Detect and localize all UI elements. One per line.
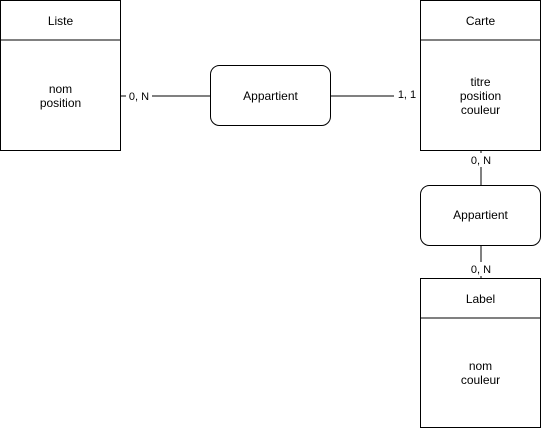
relationship-liste-carte-box (210, 65, 331, 126)
relationship-liste-carte[interactable]: Appartient (210, 65, 331, 126)
entity-carte-attr-titre: titre (470, 75, 490, 89)
cardinality-label: 0, N (471, 264, 491, 276)
entity-liste-title: Liste (48, 14, 74, 28)
cardinality-carte-top: 1, 1 (398, 89, 416, 101)
card-liste-bg (126, 89, 152, 103)
entity-label-attr-nom: nom (469, 359, 492, 373)
cardinality-carte-bottom: 0, N (471, 155, 491, 167)
relationship-carte-label-label: Appartient (453, 208, 508, 222)
relationship-carte-label[interactable]: Appartient (420, 185, 541, 246)
entity-carte-attr-couleur: couleur (461, 103, 500, 117)
entity-carte[interactable]: Carte titre position couleur (420, 0, 541, 151)
entity-label-attr-couleur: couleur (461, 373, 500, 387)
entity-liste-attr-position: position (40, 96, 81, 110)
cardinality-liste: 0, N (129, 91, 149, 103)
entity-label[interactable]: Label nom couleur (420, 278, 541, 428)
entity-liste[interactable]: Liste nom position (0, 0, 121, 151)
card-carte-top-bg (394, 89, 420, 103)
entity-carte-attr-position: position (460, 89, 501, 103)
entity-carte-box (420, 0, 541, 151)
entity-liste-box (0, 0, 121, 151)
card-label-bg (468, 262, 494, 276)
relationship-liste-carte-label: Appartient (243, 89, 298, 103)
entity-carte-title: Carte (466, 14, 496, 28)
card-carte-bottom-bg (468, 153, 494, 167)
entity-liste-attr-nom: nom (49, 82, 72, 96)
entity-label-title: Label (466, 292, 495, 306)
entity-label-box (420, 278, 541, 428)
